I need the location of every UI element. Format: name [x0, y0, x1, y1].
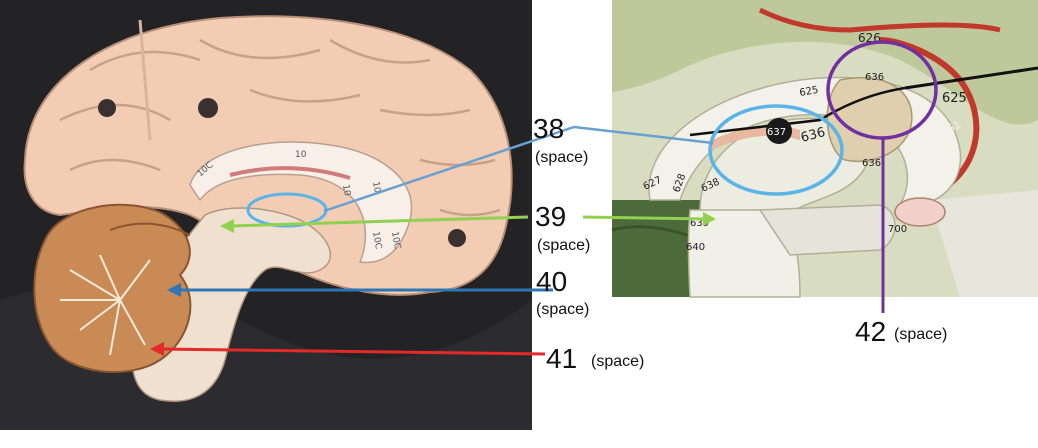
label-38-blank: (space)	[535, 149, 589, 166]
pointer-38-b	[573, 125, 714, 145]
model-tag: 636	[862, 158, 881, 169]
model-tag: 636	[865, 72, 884, 83]
model-tag: 10	[370, 181, 382, 194]
arrowhead-40	[167, 283, 181, 297]
arrowhead-39	[220, 219, 234, 233]
pointer-41	[157, 347, 546, 356]
model-tag: 10	[340, 184, 352, 197]
model-peg	[198, 98, 218, 118]
model-tag: 625	[942, 91, 967, 106]
model-peg	[448, 229, 466, 247]
model-peg	[98, 99, 116, 117]
right-photo: 626 636 625 625 251 637 636 636 627 628 …	[611, 0, 1038, 298]
cerebellum	[33, 203, 192, 373]
model-tag: 10C	[389, 231, 402, 250]
label-41-number: 41	[546, 343, 578, 374]
arrowhead-39-b	[703, 212, 716, 226]
highlight-circle-38-right	[708, 104, 844, 196]
model-tag: 625	[799, 85, 820, 99]
left-photo: 10C 10 10 10 10C 10C	[0, 0, 532, 430]
model-tag: 640	[686, 242, 705, 253]
pointer-39-a	[227, 215, 529, 228]
arrowhead-41	[150, 342, 164, 356]
model-tag: 637	[767, 127, 786, 138]
label-39-blank: (space)	[537, 237, 591, 254]
pointer-lines	[150, 125, 885, 356]
model-tag: 700	[888, 224, 907, 235]
label-41-blank: (space)	[591, 353, 645, 370]
label-40-blank: (space)	[536, 301, 590, 318]
model-tag: 10	[295, 150, 307, 160]
label-39-number: 39	[535, 201, 567, 232]
label-42-number: 42	[855, 316, 887, 347]
label-38-number: 38	[533, 113, 565, 144]
model-tag: 636	[799, 125, 827, 146]
label-40-number: 40	[536, 266, 568, 297]
model-tag: 639	[690, 218, 709, 229]
pointer-38-a	[323, 125, 575, 213]
model-tag: 10C	[370, 231, 383, 250]
label-42-blank: (space)	[894, 326, 948, 343]
pointer-39-b	[582, 215, 711, 221]
